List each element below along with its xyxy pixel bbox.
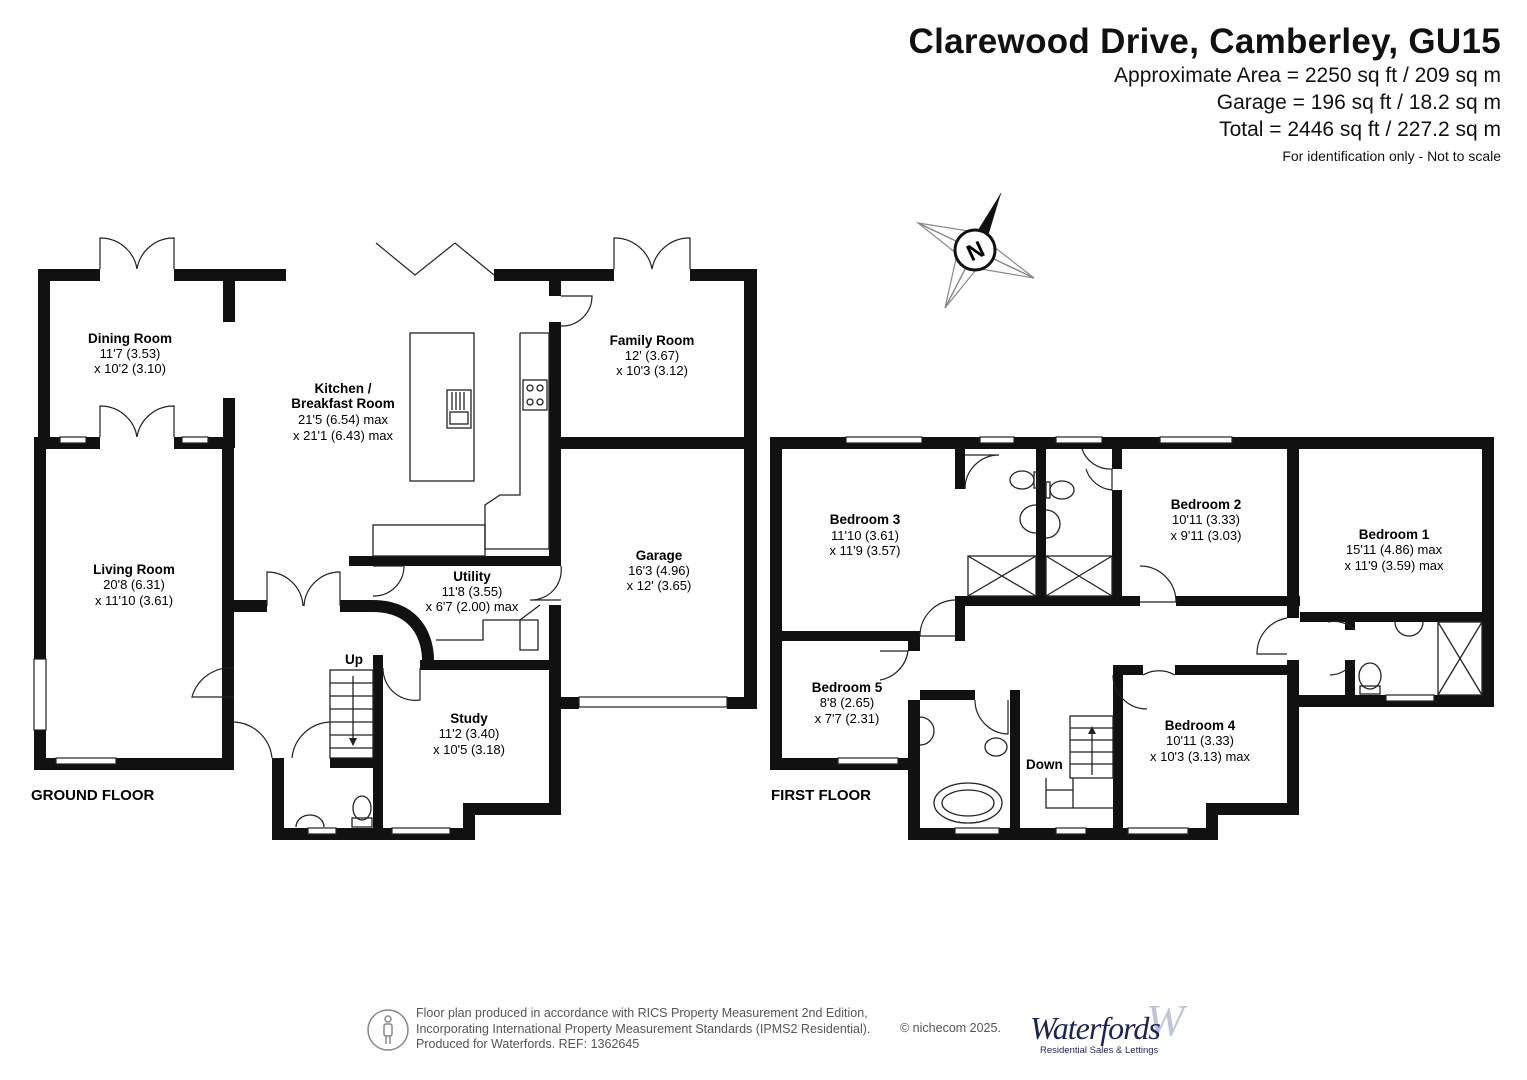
bedroom-2-dims-2: x 9'11 (3.03) (1171, 528, 1242, 543)
toilet-icon (1009, 470, 1035, 490)
first-floor-stairs (1045, 715, 1114, 809)
study-dims-2: x 10'5 (3.18) (433, 742, 505, 757)
family-room-dims-1: 12' (3.67) (625, 348, 680, 363)
basin-icon (295, 814, 325, 828)
bath-icon (933, 782, 1003, 824)
living-room-dims-1: 20'8 (6.31) (103, 577, 165, 592)
ground-floor-walls (34, 269, 757, 840)
footer-text: Floor plan produced in accordance with R… (416, 1006, 870, 1053)
first-floor-labels: Bedroom 3 11'10 (3.61) x 11'9 (3.57) Bed… (771, 497, 1444, 804)
dining-room-dims-1: 11'7 (3.53) (100, 346, 161, 361)
sink-icon (446, 389, 472, 429)
utility-dims-2: x 6'7 (2.00) max (426, 599, 519, 614)
first-floor-label: FIRST FLOOR (771, 787, 871, 804)
logo-mark: W (1146, 995, 1185, 1046)
bedroom-5-dims-1: 8'8 (2.65) (820, 695, 875, 710)
ground-floor-windows (33, 436, 728, 835)
ground-floor-stairs (329, 669, 374, 759)
utility-dims-1: 11'8 (3.55) (442, 584, 503, 599)
logo-name: Waterfords (1030, 1010, 1161, 1046)
living-room-name: Living Room (93, 562, 175, 577)
bedroom-4-dims-1: 10'11 (3.33) (1166, 733, 1234, 748)
stairs-down-label: Down (1026, 757, 1063, 772)
compass-icon: N (915, 192, 1035, 309)
bedroom-2-dims-1: 10'11 (3.33) (1172, 512, 1240, 527)
kitchen-fittings (372, 332, 550, 651)
bedroom-3-name: Bedroom 3 (830, 512, 901, 527)
total-area: Total = 2446 sq ft / 227.2 sq m (1219, 118, 1501, 141)
bedroom-4-dims-2: x 10'3 (3.13) max (1150, 749, 1251, 764)
shower-icon (967, 555, 1037, 597)
first-floor-doors (879, 448, 1356, 735)
ground-floor-label: GROUND FLOOR (31, 787, 154, 804)
waterfords-logo: W Waterfords Residential Sales & Letting… (1018, 990, 1214, 1070)
kitchen-dims-2: x 21'1 (6.43) max (293, 428, 394, 443)
bedroom-1-dims-1: 15'11 (4.86) max (1346, 542, 1443, 557)
living-room-dims-2: x 11'10 (3.61) (95, 593, 173, 608)
first-floor-windows (837, 436, 1435, 835)
garage-name: Garage (636, 548, 683, 563)
bedroom-3-dims-2: x 11'9 (3.57) (830, 543, 901, 558)
family-room-dims-2: x 10'3 (3.12) (616, 363, 688, 378)
stairs-up-label: Up (345, 652, 363, 667)
bedroom-5-dims-2: x 7'7 (2.31) (815, 711, 880, 726)
kitchen-name-1: Kitchen / (314, 381, 371, 396)
ground-floor-doors (99, 237, 691, 759)
dining-room-name: Dining Room (88, 331, 172, 346)
study-dims-1: 11'2 (3.40) (439, 726, 500, 741)
first-floor-walls (770, 437, 1494, 840)
copyright: © nichecom 2025. (900, 1021, 1001, 1035)
study-name: Study (450, 711, 488, 726)
toilet-icon (352, 795, 372, 821)
person-icon (367, 1009, 409, 1051)
first-floor-fittings (919, 470, 1483, 824)
family-room-name: Family Room (610, 333, 695, 348)
bedroom-2-name: Bedroom 2 (1171, 497, 1242, 512)
bedroom-3-dims-1: 11'10 (3.61) (831, 528, 899, 543)
kitchen-dims-1: 21'5 (6.54) max (298, 412, 388, 427)
kitchen-name-2: Breakfast Room (291, 396, 395, 411)
bedroom-1-dims-2: x 11'9 (3.59) max (1344, 558, 1444, 573)
footer-line-3: Produced for Waterfords. REF: 1362645 (416, 1037, 640, 1051)
garage-dims-2: x 12' (3.65) (627, 578, 692, 593)
garage-area: Garage = 196 sq ft / 18.2 sq m (1216, 91, 1501, 114)
logo-tagline: Residential Sales & Lettings (1040, 1045, 1159, 1056)
hob-icon (522, 379, 548, 411)
cloakroom-fittings (295, 795, 373, 828)
header: Clarewood Drive, Camberley, GU15 Approxi… (909, 22, 1502, 167)
bedroom-4-name: Bedroom 4 (1165, 718, 1236, 733)
dining-room-dims-2: x 10'2 (3.10) (94, 361, 166, 376)
approximate-area: Approximate Area = 2250 sq ft / 209 sq m (1114, 64, 1501, 87)
property-title: Clarewood Drive, Camberley, GU15 (908, 22, 1501, 61)
footer-line-1: Floor plan produced in accordance with R… (416, 1006, 868, 1020)
footer-line-2: Incorporating International Property Mea… (416, 1021, 871, 1036)
bedroom-5-name: Bedroom 5 (812, 680, 883, 695)
utility-name: Utility (453, 569, 491, 584)
bedroom-1-name: Bedroom 1 (1359, 527, 1430, 542)
garage-dims-1: 16'3 (4.96) (628, 563, 690, 578)
ground-floor-labels: Dining Room 11'7 (3.53) x 10'2 (3.10) Ki… (31, 331, 694, 804)
basin-icon (1019, 504, 1037, 534)
utility-curved-wall (365, 599, 435, 667)
identification-note: For identification only - Not to scale (1282, 148, 1501, 164)
